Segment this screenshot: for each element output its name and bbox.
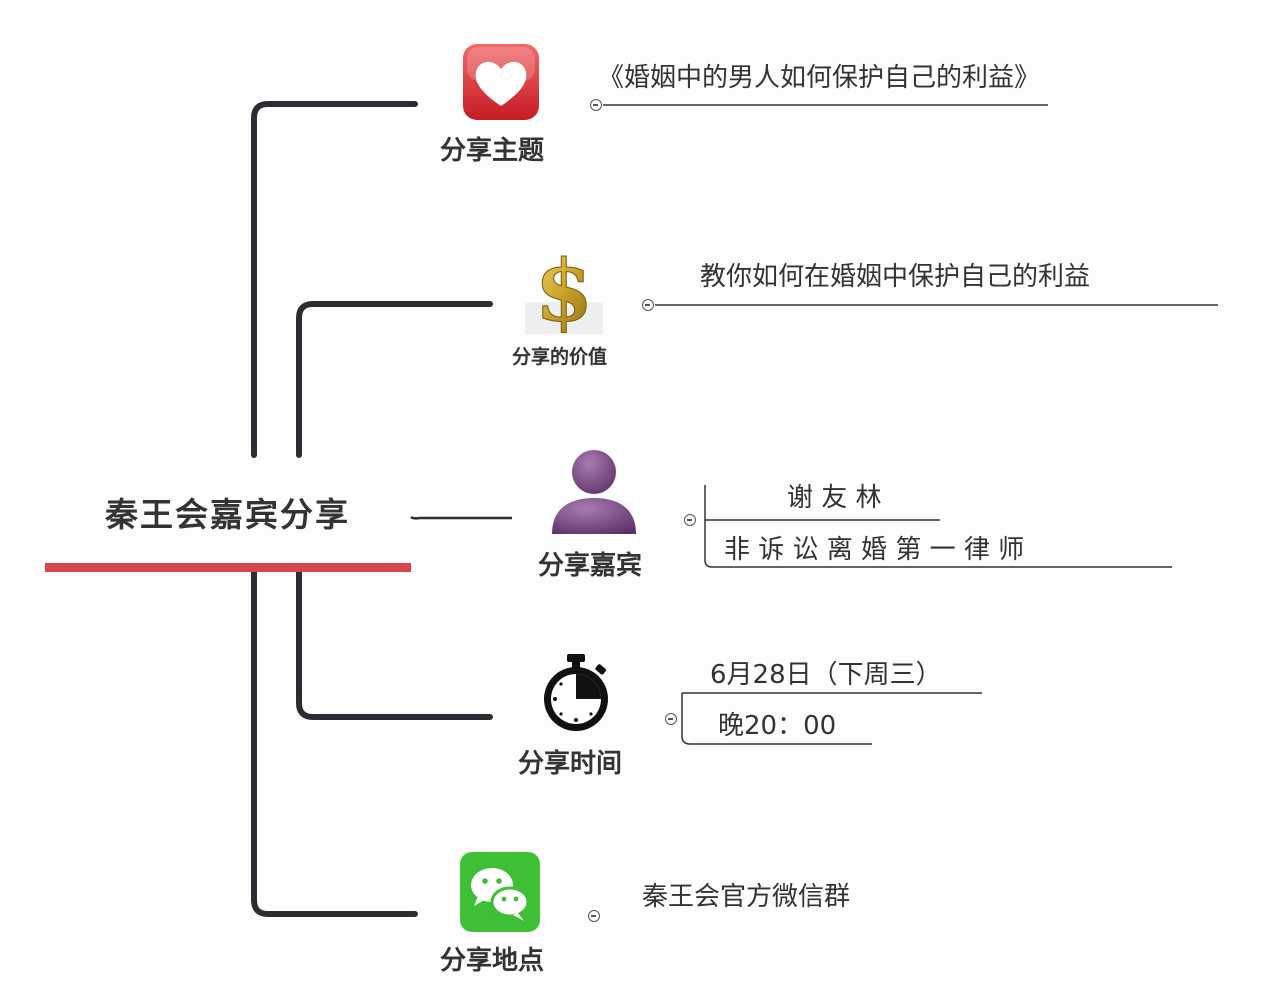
person-icon — [548, 448, 640, 536]
branch-label-place[interactable]: 分享地点 — [440, 946, 545, 976]
collapse-toggle-value[interactable] — [642, 299, 654, 311]
detail-guest-name: 谢 友 林 — [787, 483, 882, 513]
detail-place-text: 秦王会官方微信群 — [642, 882, 851, 912]
detail-time-hour: 晚20：00 — [718, 711, 837, 741]
detail-value-text: 教你如何在婚姻中保护自己的利益 — [700, 262, 1091, 292]
stopwatch-icon — [539, 652, 613, 734]
detail-time-date: 6月28日（下周三） — [710, 660, 942, 690]
heart-icon — [461, 42, 541, 122]
branch-label-time[interactable]: 分享时间 — [518, 749, 623, 779]
branch-label-topic[interactable]: 分享主题 — [440, 136, 545, 166]
branch-label-value[interactable]: 分享的价值 — [512, 346, 608, 368]
detail-topic-title: 《婚姻中的男人如何保护自己的利益》 — [598, 63, 1041, 93]
collapse-toggle-guest[interactable] — [684, 514, 696, 526]
collapse-toggle-place[interactable] — [588, 910, 600, 922]
branch-label-guest[interactable]: 分享嘉宾 — [538, 551, 643, 581]
root-underline — [45, 563, 411, 572]
collapse-toggle-topic[interactable] — [590, 99, 602, 111]
root-topic[interactable]: 秦王会嘉宾分享 — [105, 495, 350, 534]
collapse-toggle-time[interactable] — [665, 713, 677, 725]
detail-guest-title: 非 诉 讼 离 婚 第 一 律 师 — [724, 535, 1025, 565]
svg-text:$: $ — [535, 242, 593, 334]
wechat-icon — [460, 852, 540, 932]
dollar-icon: $ — [525, 241, 603, 341]
